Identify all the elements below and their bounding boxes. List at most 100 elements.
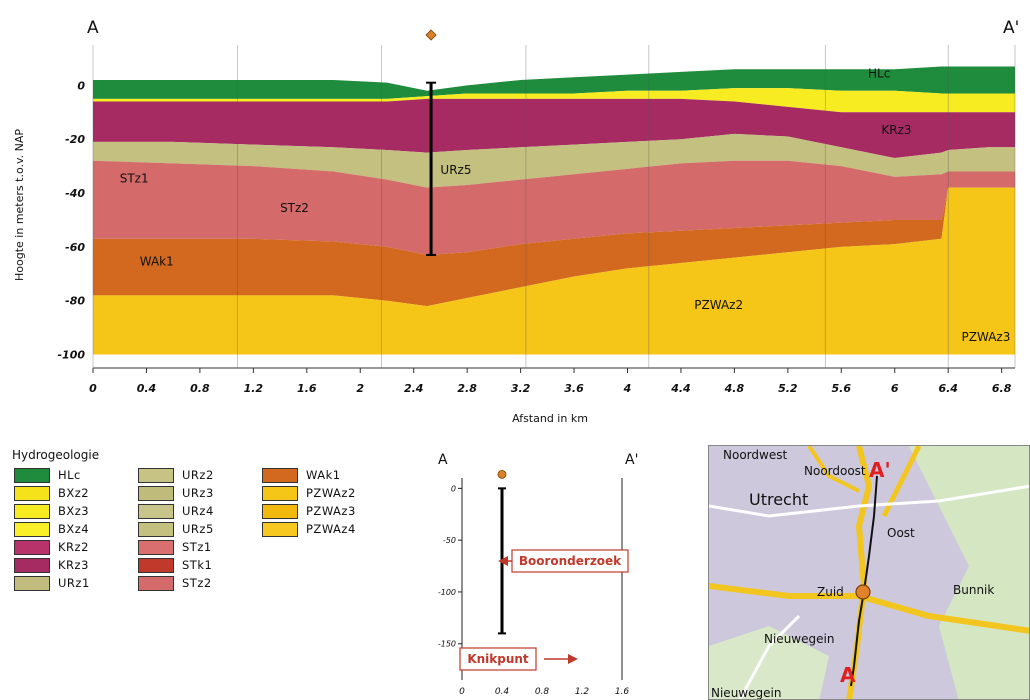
map-label-noordoost: Noordoost [804, 464, 866, 478]
arrow-right-icon [568, 654, 578, 664]
legend-swatch [262, 486, 298, 501]
map-label-nieuwegein: Nieuwegein [764, 632, 835, 646]
legend-label: URz1 [58, 576, 90, 590]
section-start-label: A [87, 18, 99, 38]
legend-label: STk1 [182, 558, 213, 572]
layer-label: PZWAz3 [962, 330, 1011, 344]
x-axis-title: Afstand in km [512, 412, 588, 425]
x-tick-label: 0 [89, 382, 97, 395]
legend-swatch [138, 468, 174, 483]
legend-swatch [262, 468, 298, 483]
x-tick-label: 0.8 [190, 382, 210, 395]
map-marker-a-prime: A' [869, 458, 891, 482]
x-tick-label: 2 [356, 382, 364, 395]
layer-label: WAk1 [140, 255, 174, 269]
borehole [425, 29, 437, 256]
detail-end-label: A' [625, 452, 638, 468]
x-tick-label: 2.8 [457, 382, 477, 395]
legend-label: URz2 [182, 468, 214, 482]
x-tick-label: 6.4 [938, 382, 958, 395]
borehole-marker-icon [425, 29, 437, 41]
layer-krz3 [93, 98, 1015, 159]
grid-lines [92, 45, 1016, 368]
detail-y-axis-ticks: 0 -50 -100 -150 [438, 484, 462, 649]
map-label-nieuwegein-2: Nieuwegein [711, 686, 782, 700]
legend-label: PZWAz3 [306, 504, 356, 518]
layer-wak1 [93, 187, 1015, 307]
y-tick-label: -100 [57, 349, 85, 362]
detail-x-tick-label: 1.2 [575, 687, 590, 697]
map-marker-a: A [840, 663, 856, 687]
x-tick-label: 2.4 [404, 382, 424, 395]
x-tick-label: 0.4 [137, 382, 157, 395]
knikpunt-label: Knikpunt [467, 652, 529, 666]
legend-swatch [14, 504, 50, 519]
x-tick-label: 1.2 [244, 382, 264, 395]
map-label-bunnik: Bunnik [953, 583, 995, 597]
detail-y-tick-label: -50 [443, 536, 456, 545]
legend-swatch [14, 468, 50, 483]
legend-swatch [262, 522, 298, 537]
legend-swatch [138, 558, 174, 573]
map-label-utrecht: Utrecht [749, 490, 809, 509]
x-tick-label: 5.2 [778, 382, 798, 395]
layer-bxz [93, 88, 1015, 113]
x-tick-label: 4 [623, 382, 632, 395]
layer-label: KRz3 [881, 123, 911, 137]
plot-area [93, 45, 1015, 369]
legend-swatch [14, 558, 50, 573]
legend-title: Hydrogeologie [12, 448, 100, 462]
x-tick-label: 6.8 [992, 382, 1012, 395]
booronderzoek-label: Booronderzoek [519, 554, 622, 568]
detail-y-tick-label: 0 [451, 484, 456, 493]
x-tick-label: 3.6 [564, 382, 584, 395]
legend-label: WAk1 [306, 468, 341, 482]
x-tick-label: 4.4 [670, 382, 691, 395]
legend-swatch [14, 576, 50, 591]
legend-swatch [138, 522, 174, 537]
legend-swatch [138, 486, 174, 501]
map-label-zuid: Zuid [817, 585, 844, 599]
y-tick-label: -60 [65, 241, 85, 254]
layer-hlc [93, 66, 1015, 99]
section-end-label: A' [1003, 18, 1019, 38]
layer-pzwa [93, 187, 1015, 355]
y-tick-label: 0 [77, 79, 85, 92]
y-axis-ticks: 0-20-40-60-80-100 [57, 79, 85, 361]
legend-swatch [138, 540, 174, 555]
detail-start-label: A [438, 452, 448, 468]
x-tick-label: 3.2 [511, 382, 531, 395]
layer-label: HLc [868, 66, 890, 80]
legend-swatch [262, 504, 298, 519]
layer-label: STz2 [280, 201, 309, 215]
detail-x-tick-label: 1.6 [615, 687, 630, 697]
knikpunt-callout: Knikpunt [459, 647, 578, 671]
y-tick-label: -20 [65, 133, 85, 146]
legend-label: BXz2 [58, 486, 90, 500]
layer-label: URz5 [440, 163, 471, 177]
x-tick-label: 4.8 [724, 382, 745, 395]
y-axis-title: Hoogte in meters t.o.v. NAP [13, 129, 26, 281]
borehole-location-icon [855, 584, 871, 600]
x-tick-label: 5.6 [832, 382, 852, 395]
legend-label: HLc [58, 468, 81, 482]
legend-label: PZWAz4 [306, 522, 356, 536]
detail-y-tick-label: -100 [438, 588, 456, 597]
detail-y-tick-label: -150 [438, 640, 456, 649]
layer-label: STz1 [120, 171, 149, 185]
cross-section-chart: A A' HLcKRz3URz5STz1STz2WAk1PZWAz2PZWAz3… [13, 18, 1019, 425]
layer-urz5 [93, 133, 1015, 188]
y-tick-label: -40 [65, 187, 85, 200]
legend-label: URz5 [182, 522, 214, 536]
legend-label: URz4 [182, 504, 214, 518]
location-map[interactable]: Noordwest Noordoost Utrecht Oost Zuid Bu… [708, 445, 1030, 700]
map-label-noordwest: Noordwest [723, 448, 788, 462]
legend-label: STz1 [182, 540, 212, 554]
legend-swatch [138, 504, 174, 519]
x-tick-label: 6 [891, 382, 899, 395]
layer-label: PZWAz2 [694, 298, 743, 312]
